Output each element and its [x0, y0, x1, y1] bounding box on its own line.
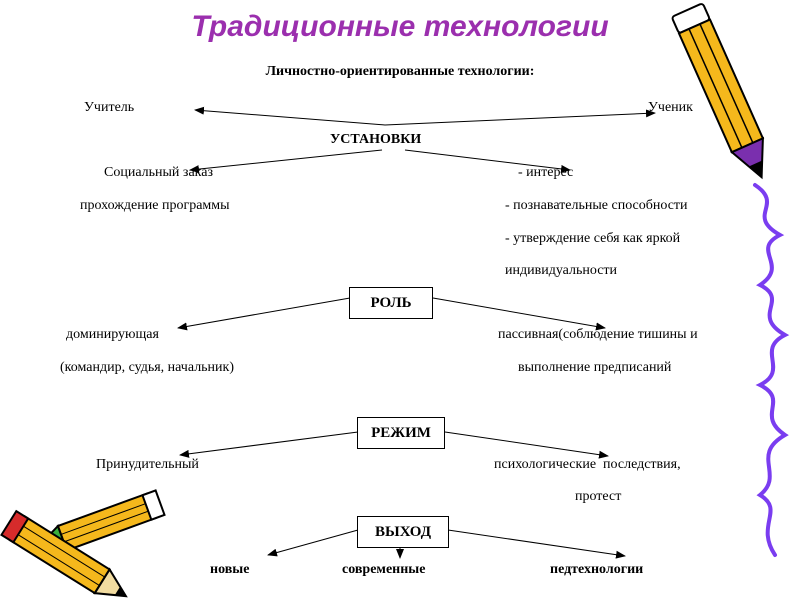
exit-modern: современные	[342, 562, 426, 577]
pencil-icon	[671, 3, 765, 180]
pencils-icon	[0, 489, 166, 598]
setup-right-2: - познавательные способности	[505, 198, 688, 213]
mode-left: Принудительный	[96, 457, 199, 472]
slide-title: Традиционные технологии	[191, 10, 609, 43]
setup-right-1: - интерес	[518, 165, 574, 180]
exit-pedtech: педтехнологии	[550, 562, 644, 577]
arrow-to-pedtech	[447, 529, 626, 559]
arrow-to-new	[267, 529, 359, 557]
arrow-to-interest	[404, 149, 571, 173]
setup-left-2: прохождение программы	[80, 198, 230, 213]
role-right-1: пассивная(соблюдение тишины и	[498, 327, 698, 342]
scribble-decoration	[753, 183, 790, 557]
setup-right-4: индивидуальности	[505, 263, 618, 278]
arrow-to-student	[384, 109, 656, 126]
role-left-1: доминирующая	[66, 327, 159, 342]
arrow-to-consequences	[444, 431, 609, 459]
arrow-to-dominating	[177, 297, 351, 331]
role-right-2: выполнение предписаний	[518, 360, 672, 375]
setup-heading: УСТАНОВКИ	[330, 132, 422, 147]
teacher-label: Учитель	[84, 100, 135, 115]
student-label: Ученик	[648, 100, 693, 115]
role-left-2: (командир, судья, начальник)	[60, 360, 235, 375]
exit-new: новые	[210, 562, 250, 577]
role-box: РОЛЬ	[349, 287, 433, 319]
slide-subtitle: Личностно-ориентированные технологии:	[265, 64, 535, 79]
mode-right-2: протест	[575, 489, 622, 504]
exit-box: ВЫХОД	[357, 516, 449, 548]
arrow-to-forced	[179, 431, 359, 458]
arrow-to-teacher	[194, 106, 386, 126]
setup-left-1: Социальный заказ	[104, 165, 213, 180]
mode-right-1: психологические последствия,	[494, 457, 681, 472]
arrow-to-social-order	[189, 149, 383, 174]
arrow-to-passive	[432, 297, 606, 331]
mode-box: РЕЖИМ	[357, 417, 445, 449]
setup-right-3: - утверждение себя как яркой	[505, 231, 681, 246]
